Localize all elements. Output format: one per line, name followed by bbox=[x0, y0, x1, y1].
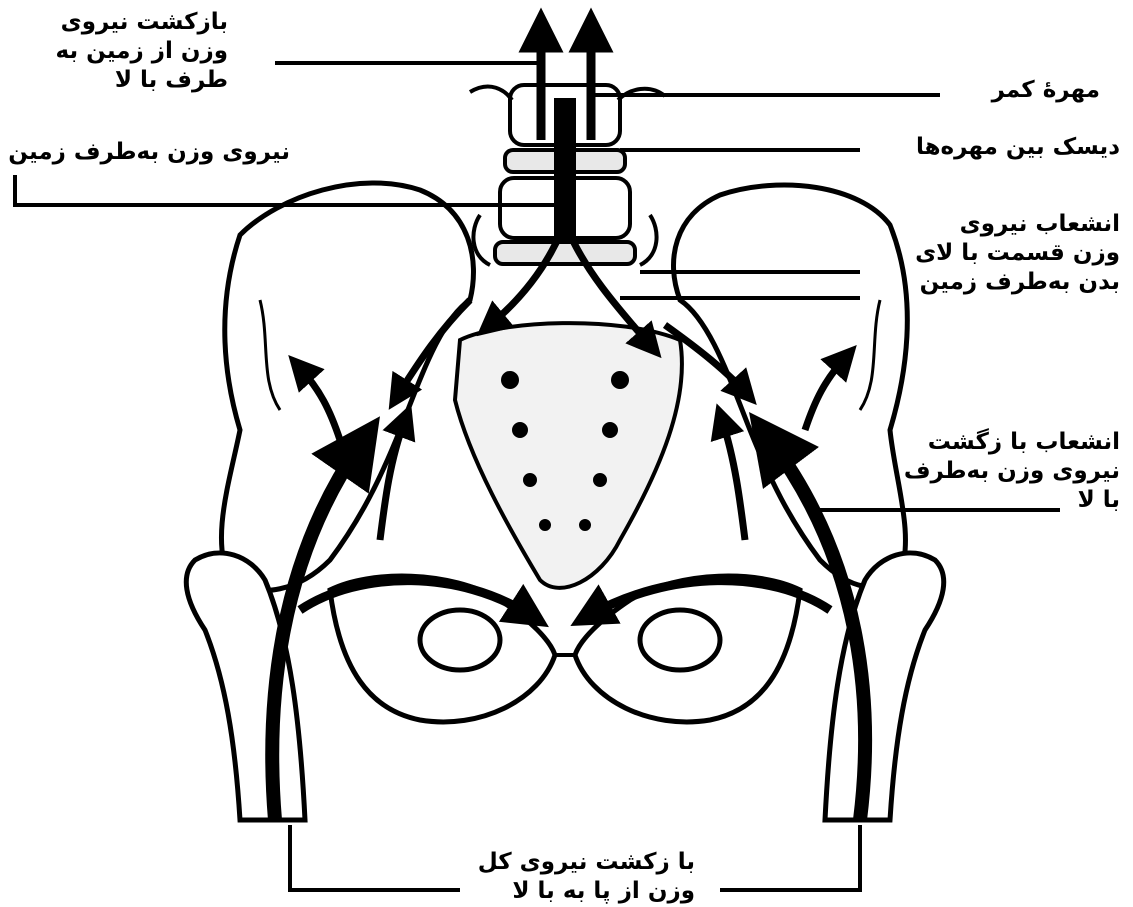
label-line: طرف با لا bbox=[56, 66, 228, 95]
label-line: نیروی وزن به‌طرف bbox=[904, 457, 1120, 486]
label-line: با لا bbox=[904, 486, 1120, 515]
label-ground-reaction-top: بازکشت نیروی وزن از زمین به طرف با لا bbox=[56, 8, 228, 95]
label-line: وزن قسمت با لای bbox=[915, 239, 1120, 268]
label-total-return: با زکشت نیروی کل وزن از پا به با لا bbox=[478, 848, 695, 906]
label-upper-body-split: انشعاب نیروی وزن قسمت با لای بدن به‌طرف … bbox=[915, 210, 1120, 297]
label-line: با زکشت نیروی کل bbox=[478, 848, 695, 877]
label-intervertebral-disc: دیسک بین مهره‌ها bbox=[916, 133, 1120, 162]
downward-weight-arrow bbox=[554, 98, 576, 238]
label-line: بازکشت نیروی bbox=[56, 8, 228, 37]
label-line: انشعاب با زگشت bbox=[904, 428, 1120, 457]
label-lumbar-vertebra: مهرهٔ کمر bbox=[992, 76, 1100, 105]
label-line: بدن به‌طرف زمین bbox=[915, 268, 1120, 297]
label-line: نیروی وزن به‌طرف زمین bbox=[8, 138, 290, 167]
label-line: انشعاب نیروی bbox=[915, 210, 1120, 239]
left-ilium bbox=[221, 183, 473, 590]
label-line: وزن از پا به با لا bbox=[478, 877, 695, 906]
label-line: وزن از زمین به bbox=[56, 37, 228, 66]
label-weight-down: نیروی وزن به‌طرف زمین bbox=[8, 138, 290, 167]
label-line: مهرهٔ کمر bbox=[992, 76, 1100, 105]
right-ilium bbox=[673, 185, 907, 587]
pubic-rami bbox=[330, 576, 800, 722]
sacrum bbox=[455, 323, 682, 588]
label-line: دیسک بین مهره‌ها bbox=[916, 133, 1120, 162]
label-return-split: انشعاب با زگشت نیروی وزن به‌طرف با لا bbox=[904, 428, 1120, 515]
